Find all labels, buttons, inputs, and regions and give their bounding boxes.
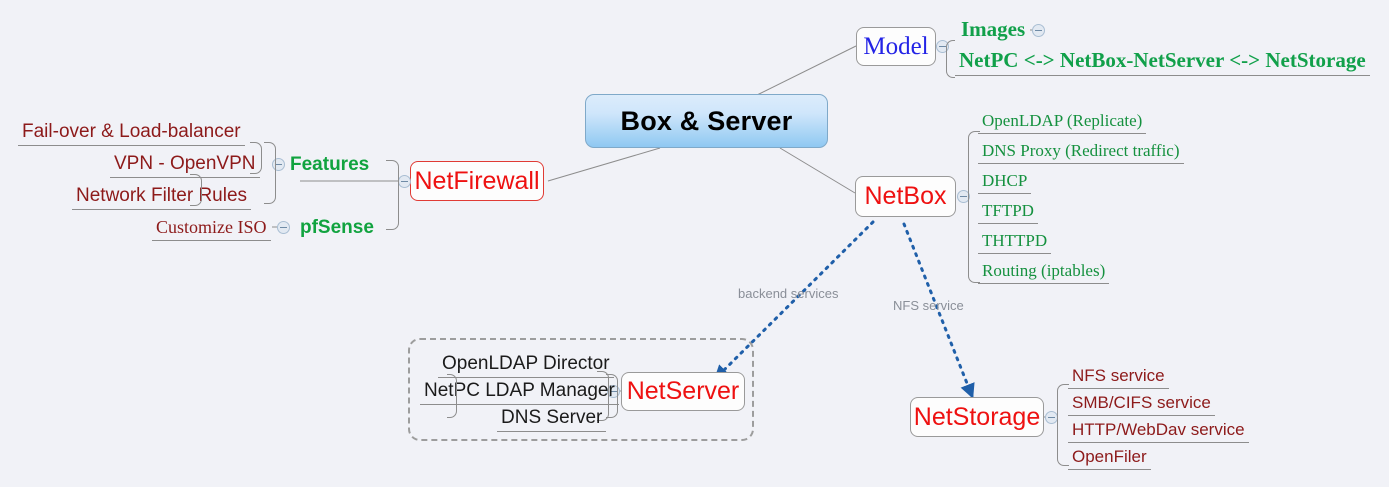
leaf-tftpd[interactable]: TFTPD — [978, 202, 1038, 224]
leaf-failover-load-balancer[interactable]: Fail-over & Load-balancer — [18, 122, 245, 146]
bracket-netserver-leaf-rail — [606, 374, 618, 418]
leaf-netpc-chain[interactable]: NetPC <-> NetBox-NetServer <-> NetStorag… — [955, 50, 1370, 76]
leaf-pfsense-label: pfSense — [300, 217, 374, 238]
leaf-netpc-ldap-manager-label: NetPC LDAP Manager — [424, 380, 615, 401]
node-netfirewall-label: NetFirewall — [414, 166, 540, 195]
leaf-dns-proxy[interactable]: DNS Proxy (Redirect traffic) — [978, 142, 1184, 164]
leaf-customize-iso-label: Customize ISO — [156, 217, 267, 237]
leaf-routing-iptables-label: Routing (iptables) — [982, 261, 1106, 280]
toggle-pfsense[interactable] — [277, 221, 290, 234]
bracket-netstorage-children — [1057, 384, 1069, 466]
leaf-http-webdav-service[interactable]: HTTP/WebDav service — [1068, 421, 1249, 443]
toggle-netstorage[interactable] — [1045, 411, 1058, 424]
leaf-network-filter-label: Network Filter Rules — [76, 185, 248, 206]
group-frame-netserver — [408, 338, 754, 441]
bracket-netbox-children — [968, 131, 980, 283]
leaf-netpc-chain-label: NetPC <-> NetBox-NetServer <-> NetStorag… — [959, 48, 1366, 72]
toggle-netbox[interactable] — [957, 190, 970, 203]
leaf-routing-iptables[interactable]: Routing (iptables) — [978, 261, 1110, 284]
leaf-failover-label: Fail-over & Load-balancer — [22, 121, 241, 142]
bracket-model-children — [946, 40, 955, 78]
leaf-openfiler[interactable]: OpenFiler — [1068, 448, 1151, 470]
node-netfirewall[interactable]: NetFirewall — [410, 161, 544, 201]
leaf-features[interactable]: Features — [286, 155, 373, 178]
relation-label-backend-services: backend services — [738, 286, 839, 301]
leaf-openldap-director-label: OpenLDAP Director — [442, 353, 610, 374]
leaf-images-label: Images — [961, 17, 1026, 41]
leaf-nfs-service[interactable]: NFS service — [1068, 367, 1169, 389]
leaf-openfiler-label: OpenFiler — [1072, 447, 1147, 466]
leaf-nfs-service-label: NFS service — [1072, 366, 1165, 385]
toggle-images[interactable] — [1032, 24, 1045, 37]
edge-central-to-netbox — [779, 147, 856, 194]
leaf-thttpd[interactable]: THTTPD — [978, 231, 1052, 254]
leaf-images[interactable]: Images — [957, 19, 1029, 44]
leaf-openldap-replicate-label: OpenLDAP (Replicate) — [982, 111, 1143, 130]
leaf-network-filter-rules[interactable]: Network Filter Rules — [72, 185, 252, 210]
bracket-netserver-leaf-rail-left — [447, 374, 457, 418]
edge-central-to-netfirewall — [547, 147, 661, 182]
toggle-netserver[interactable] — [607, 385, 620, 398]
bracket-feature-leaf-rail-upper — [250, 142, 262, 174]
relation-label-nfs-service: NFS service — [893, 298, 964, 313]
bracket-feature-leaf-rail-lower — [190, 174, 202, 206]
leaf-dhcp[interactable]: DHCP — [978, 171, 1032, 194]
leaf-openldap-director[interactable]: OpenLDAP Director — [438, 354, 614, 378]
leaf-thttpd-label: THTTPD — [982, 231, 1048, 250]
leaf-smb-cifs-service-label: SMB/CIFS service — [1072, 393, 1211, 412]
bracket-features-children — [264, 142, 276, 204]
leaf-features-label: Features — [290, 154, 370, 175]
node-netserver-label: NetServer — [626, 377, 740, 405]
leaf-vpn-label: VPN - OpenVPN — [114, 153, 256, 174]
leaf-customize-iso[interactable]: Customize ISO — [152, 218, 271, 241]
node-model[interactable]: Model — [856, 27, 936, 66]
leaf-dns-proxy-label: DNS Proxy (Redirect traffic) — [982, 141, 1180, 160]
leaf-netpc-ldap-manager[interactable]: NetPC LDAP Manager — [420, 381, 619, 405]
node-netserver[interactable]: NetServer — [621, 372, 745, 411]
leaf-tftpd-label: TFTPD — [982, 201, 1034, 220]
central-node-label: Box & Server — [620, 105, 793, 136]
leaf-dns-server-label: DNS Server — [501, 407, 603, 428]
node-model-label: Model — [863, 32, 929, 60]
leaf-dhcp-label: DHCP — [982, 171, 1028, 190]
leaf-openldap-replicate[interactable]: OpenLDAP (Replicate) — [978, 111, 1147, 134]
leaf-smb-cifs-service[interactable]: SMB/CIFS service — [1068, 394, 1215, 416]
leaf-pfsense[interactable]: pfSense — [296, 218, 378, 241]
edge-central-to-model — [756, 45, 857, 96]
leaf-vpn-openvpn[interactable]: VPN - OpenVPN — [110, 154, 260, 178]
bracket-netserver-children — [597, 371, 609, 421]
node-netbox[interactable]: NetBox — [855, 176, 956, 217]
toggle-netfirewall[interactable] — [398, 175, 411, 188]
leaf-http-webdav-service-label: HTTP/WebDav service — [1072, 420, 1245, 439]
node-netbox-label: NetBox — [864, 182, 947, 210]
central-node-box-and-server[interactable]: Box & Server — [585, 94, 828, 148]
node-netstorage-label: NetStorage — [913, 402, 1041, 431]
bracket-netfirewall-children — [386, 160, 399, 230]
leaf-dns-server[interactable]: DNS Server — [497, 407, 607, 432]
node-netstorage[interactable]: NetStorage — [910, 397, 1044, 437]
